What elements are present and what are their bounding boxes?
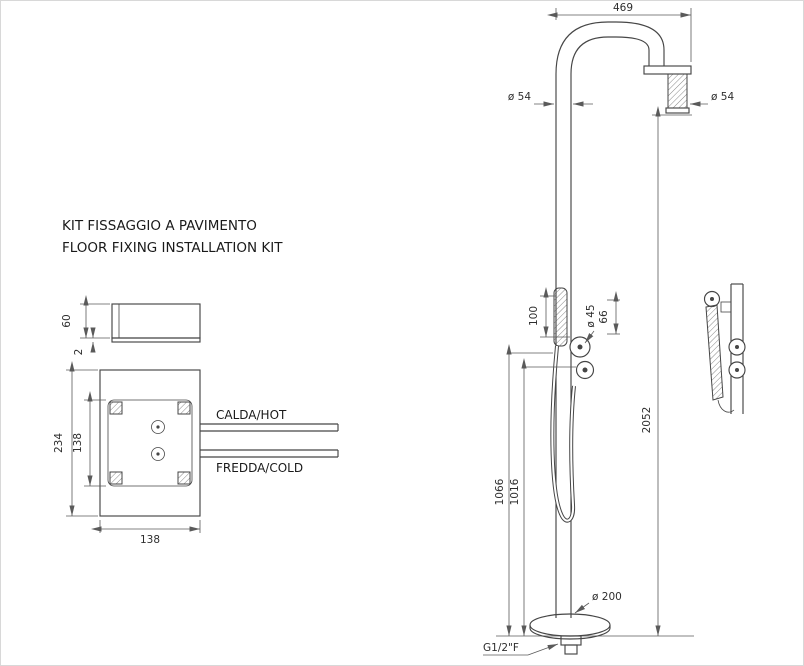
dim-top-width: 469 bbox=[547, 2, 692, 62]
dim-mixer-height: 1016 bbox=[509, 358, 576, 636]
dim-plate-thickness: 2 bbox=[73, 327, 96, 356]
title-line-2: FLOOR FIXING INSTALLATION KIT bbox=[62, 240, 283, 256]
title-line-1: KIT FISSAGGIO A PAVIMENTO bbox=[62, 218, 257, 234]
dim-text-dia200: ø 200 bbox=[592, 591, 622, 603]
dim-text-138-inner: 138 bbox=[72, 433, 84, 453]
hot-inlet-hole bbox=[151, 420, 165, 434]
hot-water-pipe: CALDA/HOT bbox=[200, 408, 339, 432]
dim-text-138-width: 138 bbox=[140, 534, 160, 546]
dim-text-dia54-right: ø 54 bbox=[711, 91, 734, 103]
dim-text-100: 100 bbox=[528, 306, 540, 326]
hand-shower bbox=[550, 287, 576, 523]
floor-plate-side-view bbox=[111, 303, 201, 343]
dim-holder-offset: 100 bbox=[528, 287, 570, 338]
dim-text-g12f: G1/2"F bbox=[483, 642, 519, 654]
title-block: KIT FISSAGGIO A PAVIMENTO FLOOR FIXING I… bbox=[62, 218, 283, 256]
hot-label: CALDA/HOT bbox=[216, 408, 287, 422]
detail-holder bbox=[720, 301, 732, 313]
dim-tube-diameter: ø 54 bbox=[508, 91, 593, 107]
detail-handset-handle bbox=[705, 304, 724, 401]
fixing-pad bbox=[109, 471, 123, 485]
cold-label: FREDDA/COLD bbox=[216, 461, 303, 475]
dim-text-dia54-left: ø 54 bbox=[508, 91, 531, 103]
dim-handshower-height: 1066 bbox=[494, 344, 553, 636]
fixing-pad bbox=[177, 401, 191, 415]
dim-total-height: 2052 bbox=[641, 106, 692, 636]
dim-text-1016: 1016 bbox=[509, 478, 521, 505]
detail-hose bbox=[717, 399, 735, 413]
dim-knob-offset: 66 bbox=[598, 291, 620, 335]
dim-text-60: 60 bbox=[61, 314, 73, 327]
handset bbox=[553, 287, 568, 347]
dim-plate-width: 138 bbox=[91, 520, 201, 546]
dim-plate-height: 60 bbox=[61, 295, 110, 339]
floor-plate-top-view bbox=[99, 369, 201, 517]
fixing-pad bbox=[109, 401, 123, 415]
dim-text-dia45: ø 45 bbox=[585, 304, 597, 327]
dim-knob-diameter: ø 45 bbox=[584, 304, 597, 344]
dim-inlet-thread: G1/2"F bbox=[483, 642, 559, 656]
dim-text-234: 234 bbox=[53, 433, 65, 453]
dim-text-2052: 2052 bbox=[641, 407, 653, 434]
dim-plate-length: 234 bbox=[53, 361, 98, 517]
dim-text-2: 2 bbox=[73, 349, 85, 356]
dim-inner-spacing: 138 bbox=[72, 391, 106, 487]
dim-text-66: 66 bbox=[598, 310, 610, 324]
dim-base-diameter: ø 200 bbox=[574, 591, 622, 614]
fixing-pad bbox=[177, 471, 191, 485]
dim-text-469: 469 bbox=[613, 2, 633, 14]
inlet-fitting bbox=[560, 635, 582, 646]
shower-head bbox=[643, 65, 692, 114]
base-plate bbox=[529, 613, 611, 655]
cold-inlet-hole bbox=[151, 447, 165, 461]
mixer-knobs bbox=[569, 336, 595, 380]
cold-water-pipe: FREDDA/COLD bbox=[200, 449, 339, 475]
dim-head-diameter: ø 54 bbox=[690, 91, 734, 107]
handshower-detail bbox=[703, 283, 746, 414]
shower-column bbox=[555, 21, 665, 618]
dim-text-1066: 1066 bbox=[494, 478, 506, 505]
